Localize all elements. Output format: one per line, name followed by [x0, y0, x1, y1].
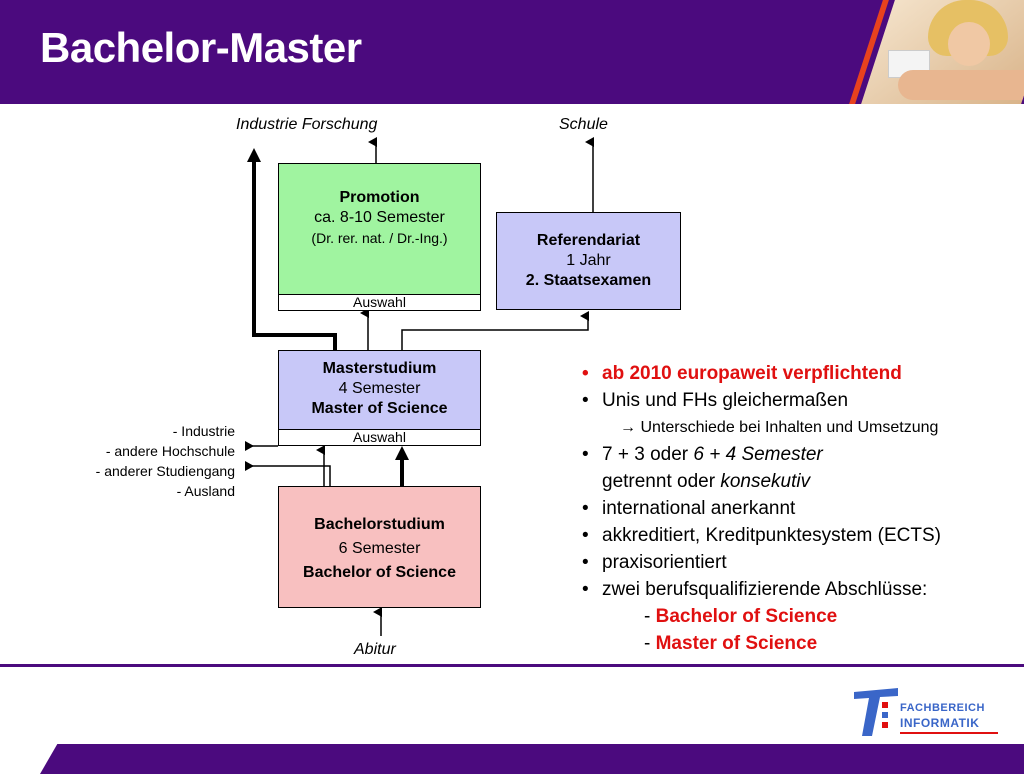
label-abitur: Abitur — [354, 641, 396, 658]
promotion-selection: Auswahl — [279, 294, 480, 310]
bullet-item: • 7 + 3 oder 6 + 4 Semester — [582, 441, 1017, 468]
bullet-dot: • — [582, 498, 589, 519]
side-option: - andere Hochschule — [105, 443, 235, 459]
footer-divider — [0, 664, 1024, 667]
logo-pillar-icon — [854, 688, 898, 736]
bullet-text: zwei berufsqualifizierende Abschlüsse: — [602, 579, 928, 600]
master-box: Masterstudium 4 Semester Master of Scien… — [278, 350, 481, 446]
degree-item: - Bachelor of Science — [582, 603, 1017, 630]
dash: - — [644, 606, 651, 627]
bullet-subtext: Unterschiede bei Inhalten und Umsetzung — [640, 419, 939, 436]
promotion-title: Promotion — [339, 189, 420, 206]
referendariat-degree: 2. Staatsexamen — [525, 272, 652, 289]
label-industrie-forschung: Industrie Forschung — [236, 116, 378, 133]
arrow-right-icon: → — [620, 419, 636, 436]
bullet-text: Unis und FHs gleichermaßen — [602, 390, 849, 411]
bachelor-duration: 6 Semester — [338, 540, 421, 557]
logo-underline — [900, 732, 998, 734]
bullet-item: • akkreditiert, Kreditpunktesystem (ECTS… — [582, 522, 1017, 549]
bullet-item: • ab 2010 europaweit verpflichtend — [582, 360, 1017, 387]
bullet-subitem: → Unterschiede bei Inhalten und Umsetzun… — [582, 414, 1017, 441]
referendariat-title: Referendariat — [536, 232, 641, 249]
bachelor-title: Bachelorstudium — [314, 516, 445, 533]
slide-header: Bachelor-Master — [0, 0, 1024, 104]
master-title: Masterstudium — [322, 360, 437, 377]
label-schule: Schule — [559, 116, 608, 133]
bullet-item: • zwei berufsqualifizierende Abschlüsse: — [582, 576, 1017, 603]
bullet-text-italic: 6 + 4 Semester — [693, 444, 823, 465]
bullet-dot: • — [582, 444, 589, 465]
bullet-text: praxisorientiert — [602, 552, 727, 573]
bullet-text: getrennt oder — [602, 471, 721, 492]
bullet-text-italic: konsekutiv — [720, 471, 811, 492]
faculty-logo: FACHBEREICH INFORMATIK — [852, 684, 1002, 740]
side-option: - Ausland — [176, 483, 235, 499]
bullet-text: international anerkannt — [602, 498, 796, 519]
side-option: - anderer Studiengang — [95, 463, 235, 479]
bullet-item: • praxisorientiert — [582, 549, 1017, 576]
degree-bachelor: Bachelor of Science — [655, 606, 838, 627]
promotion-box: Promotion ca. 8-10 Semester (Dr. rer. na… — [278, 163, 481, 311]
thick-arrow-master-to-industry — [252, 158, 337, 350]
bullet-dot: • — [582, 363, 589, 384]
thick-arrow-head-master — [395, 446, 409, 460]
master-selection: Auswahl — [279, 429, 480, 445]
side-options-list: - Industrie - andere Hochschule - andere… — [40, 421, 235, 501]
thick-arrow-head-industry — [247, 148, 261, 162]
logo-text-line2: INFORMATIK — [900, 716, 980, 730]
referendariat-duration: 1 Jahr — [566, 252, 611, 269]
dash: - — [644, 633, 651, 654]
bullet-item: • international anerkannt — [582, 495, 1017, 522]
bullet-text: 7 + 3 oder — [602, 444, 694, 465]
promotion-duration: ca. 8-10 Semester — [314, 209, 445, 226]
bullet-dot: • — [582, 390, 589, 411]
master-degree: Master of Science — [311, 400, 448, 417]
degree-item: - Master of Science — [582, 630, 1017, 657]
bachelor-box: Bachelorstudium 6 Semester Bachelor of S… — [278, 486, 481, 608]
bullet-dot: • — [582, 579, 589, 600]
bullet-continuation: getrennt oder konsekutiv — [582, 468, 1017, 495]
master-duration: 4 Semester — [338, 380, 421, 397]
bullet-list: • ab 2010 europaweit verpflichtend • Uni… — [582, 360, 1017, 657]
bullet-text-mandatory: ab 2010 europaweit verpflichtend — [602, 363, 902, 384]
arrow-bachelor-to-side — [245, 461, 331, 486]
bullet-item: • Unis und FHs gleichermaßen — [582, 387, 1017, 414]
logo-text-line1: FACHBEREICH — [900, 702, 985, 714]
referendariat-box: Referendariat 1 Jahr 2. Staatsexamen — [496, 212, 681, 310]
arrow-master-to-referendariat — [401, 311, 589, 350]
slide-title: Bachelor-Master — [40, 24, 362, 71]
bullet-dot: • — [582, 525, 589, 546]
bullet-text: akkreditiert, Kreditpunktesystem (ECTS) — [602, 525, 941, 546]
footer-band — [40, 744, 1024, 774]
bachelor-degree: Bachelor of Science — [303, 564, 456, 581]
bullet-dot: • — [582, 552, 589, 573]
degree-master: Master of Science — [655, 633, 818, 654]
promotion-degree: (Dr. rer. nat. / Dr.-Ing.) — [311, 230, 448, 246]
side-option: - Industrie — [172, 423, 235, 439]
